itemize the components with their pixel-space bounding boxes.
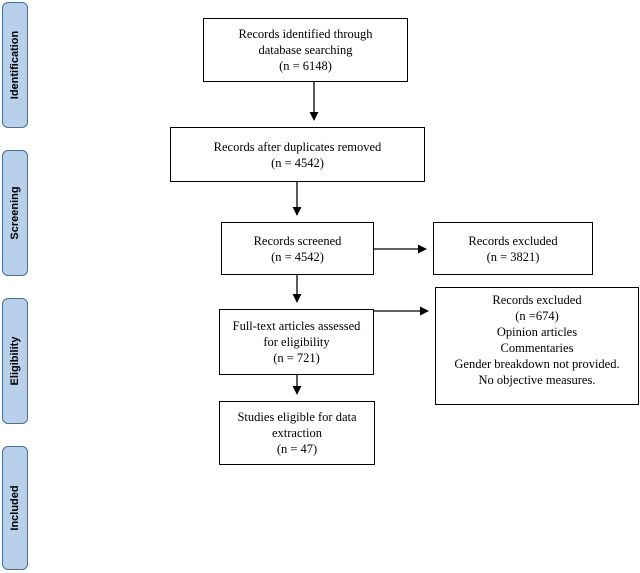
box-studies-eligible-line-3: (n = 47) [276, 442, 318, 456]
box-studies-eligible-line-2: extraction [272, 426, 322, 440]
phase-identification: Identification [2, 2, 28, 128]
box-records-screened-line-2: (n = 4542) [271, 249, 324, 264]
phase-included: Included [2, 446, 28, 570]
box-records-excluded-fulltext-line-3: Opinion articles [496, 325, 578, 339]
box-records-deduplicated: Records after duplicates removed (n = 45… [170, 127, 425, 182]
box-records-excluded-fulltext-line-4: Commentaries [500, 341, 574, 355]
box-records-screened-line-1: Records screened [253, 233, 342, 248]
box-records-excluded-fulltext-line-1: Records excluded [492, 293, 582, 307]
box-fulltext-assessed-line-1: Full-text articles assessed [232, 319, 361, 333]
phase-screening: Screening [2, 150, 28, 276]
box-records-excluded-screening-line-2: (n = 3821) [486, 249, 540, 264]
box-records-screened: Records screened (n = 4542) [221, 222, 374, 275]
box-records-identified-line-2: database searching [258, 43, 353, 57]
box-records-identified-line-1: Records identified through [238, 27, 373, 41]
box-fulltext-assessed-line-3: (n = 721) [273, 351, 320, 365]
box-records-excluded-screening: Records excluded (n = 3821) [433, 222, 593, 275]
box-fulltext-assessed: Full-text articles assessed for eligibil… [219, 309, 374, 375]
box-studies-eligible: Studies eligible for data extraction (n … [219, 401, 375, 465]
box-records-excluded-fulltext-line-5: Gender breakdown not provided. [454, 357, 620, 371]
box-records-deduplicated-line-1: Records after duplicates removed [213, 139, 382, 154]
box-records-excluded-fulltext-line-2: (n =674) [515, 309, 559, 323]
phase-eligibility: Eligibility [2, 298, 28, 424]
box-records-excluded-fulltext-line-6: No objective measures. [478, 373, 596, 387]
box-fulltext-assessed-line-2: for eligibility [263, 335, 330, 349]
box-records-deduplicated-line-2: (n = 4542) [271, 155, 324, 170]
box-records-identified-line-3: (n = 6148) [279, 59, 332, 73]
box-records-identified: Records identified through database sear… [203, 18, 408, 82]
box-records-excluded-screening-line-1: Records excluded [468, 233, 558, 248]
box-studies-eligible-line-1: Studies eligible for data [237, 410, 357, 424]
box-records-excluded-fulltext: Records excluded (n =674) Opinion articl… [435, 287, 639, 405]
